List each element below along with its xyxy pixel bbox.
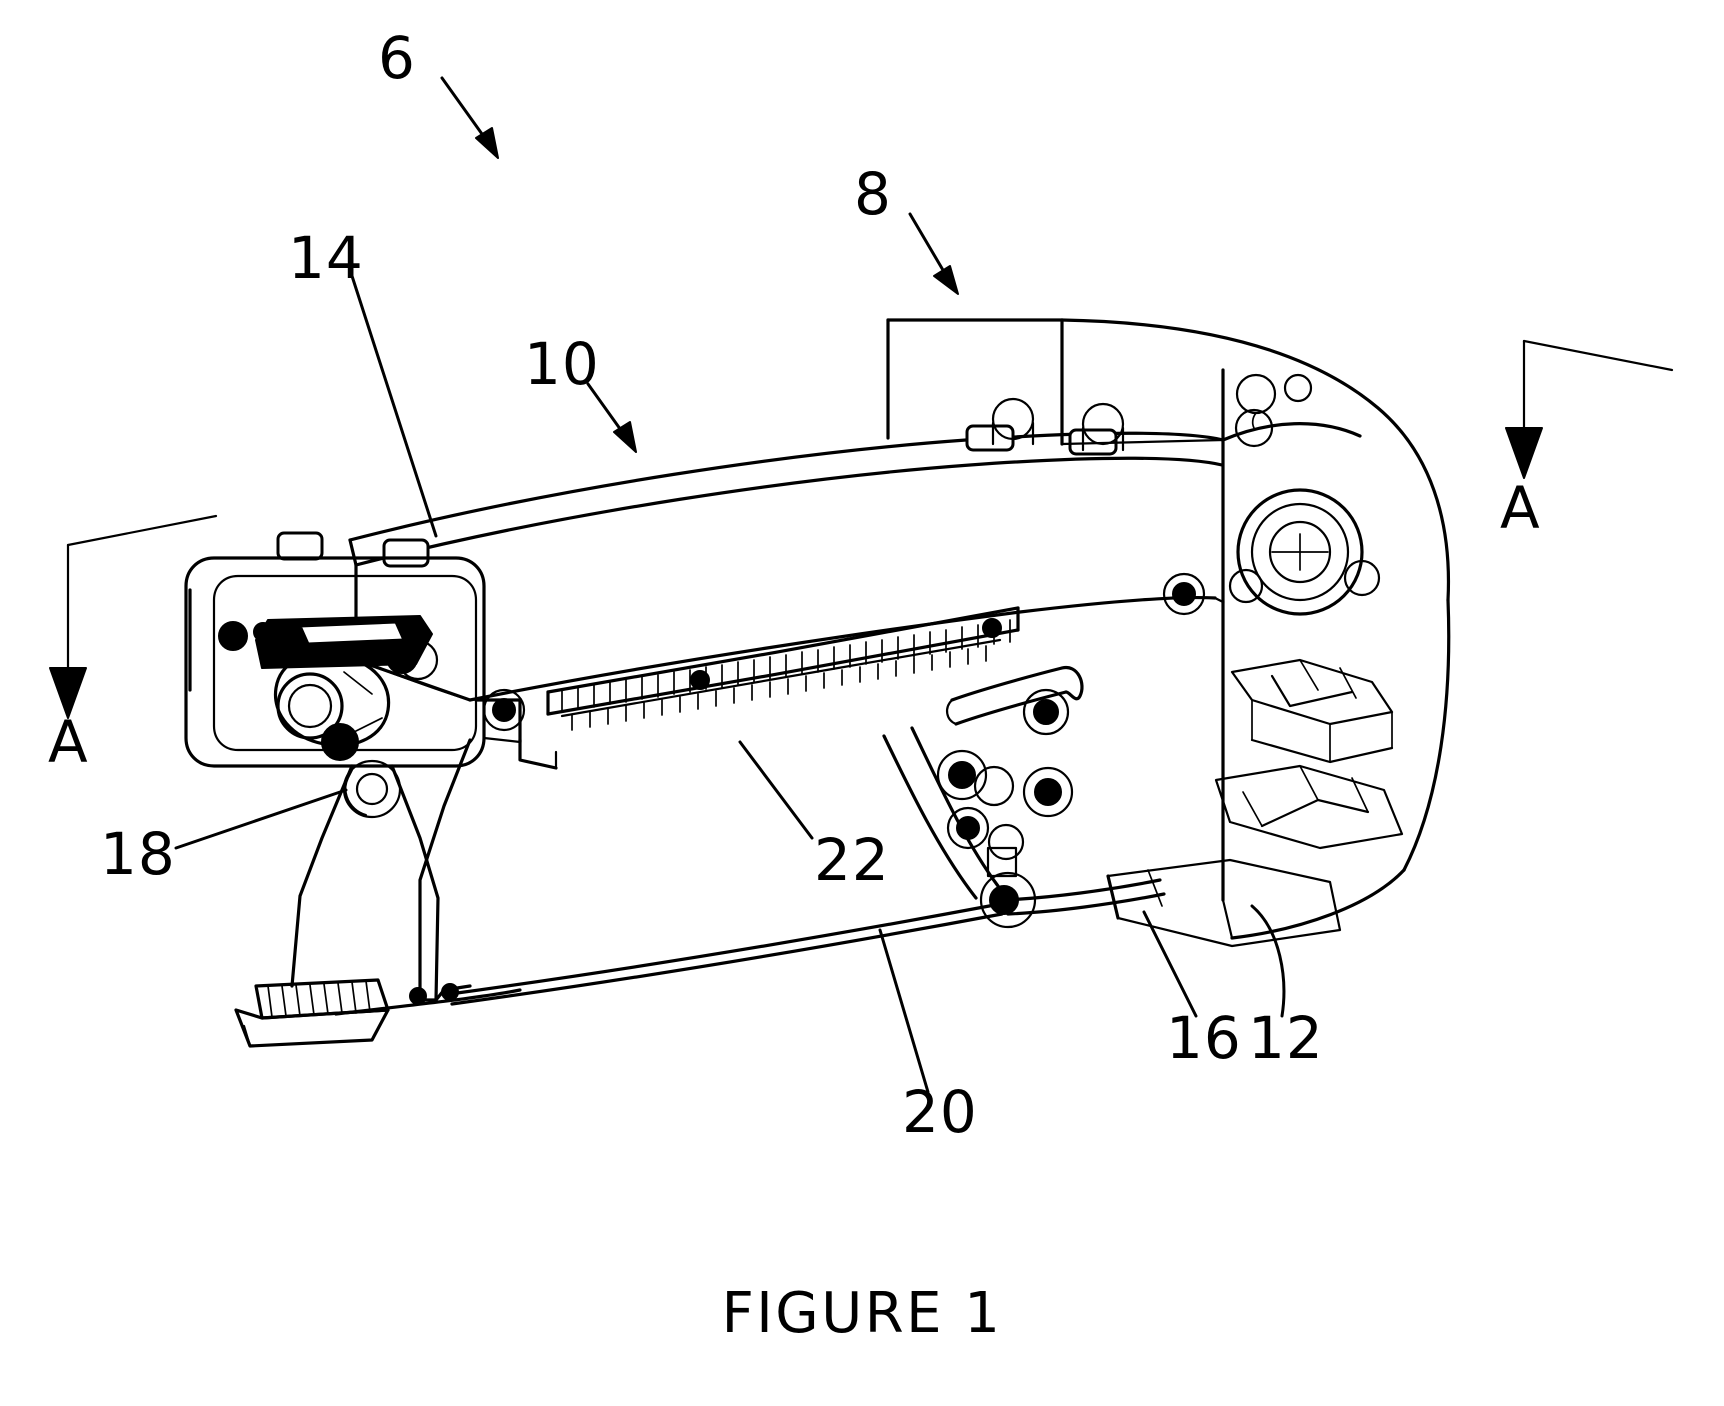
foot-pad-serrations	[267, 980, 371, 1018]
reference-numeral-labels: 6 8 10 14 18 22 20 16 12	[100, 24, 1324, 1146]
ref-label-18: 18	[100, 820, 176, 888]
bearing-flange	[1228, 373, 1381, 616]
lower-frame	[234, 397, 1206, 1048]
ref-label-20: 20	[902, 1078, 978, 1146]
ref-label-14: 14	[288, 224, 364, 292]
ref-label-16: 16	[1166, 1004, 1242, 1072]
ref-label-10: 10	[524, 330, 600, 398]
ref-label-22: 22	[814, 826, 890, 894]
figure-caption: FIGURE 1	[722, 1281, 1003, 1346]
serrated-blade-bar	[546, 606, 1020, 731]
section-letter-right: A	[1500, 474, 1540, 542]
section-line-a-a	[49, 339, 1674, 719]
right-end-housing	[886, 318, 1451, 940]
section-letters: A A	[48, 474, 1540, 776]
section-letter-left: A	[48, 708, 88, 776]
serration-teeth	[561, 619, 1011, 713]
ref-label-6: 6	[378, 24, 416, 92]
left-bracket-assembly	[184, 556, 526, 819]
ref-label-8: 8	[854, 160, 892, 228]
ref-label-12: 12	[1248, 1004, 1324, 1072]
leader-lines	[174, 76, 1286, 1094]
serration-teeth-lower	[571, 645, 987, 731]
